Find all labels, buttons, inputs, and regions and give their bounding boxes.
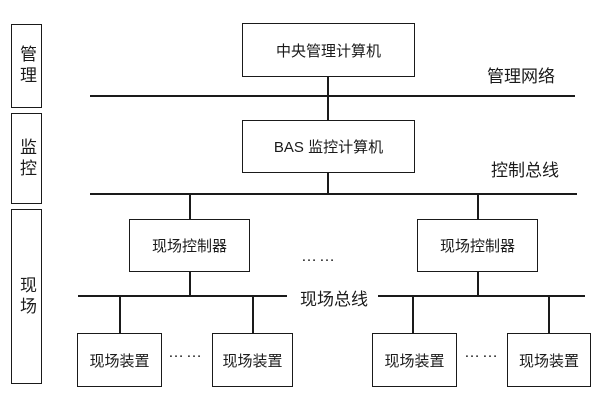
field-controller-node: 现场控制器 [129,219,250,272]
field-device-node: 现场装置 [212,333,293,387]
ellipsis: …… [464,344,500,361]
layer-box-monitoring: 监控 [11,113,42,204]
control-bus-label: 控制总线 [491,161,559,180]
connector-fieldbus-to-device-3 [412,296,414,333]
connector-fieldbus-to-device-1 [119,296,121,333]
connector-bus-to-controller-left [189,194,191,219]
layer-box-management: 管理 [11,24,42,108]
field-bus-label: 现场总线 [300,290,368,309]
central-computer-node: 中央管理计算机 [242,23,415,77]
ellipsis: …… [301,248,337,265]
layer-label-field: 现场 [17,275,36,318]
layer-label-management: 管理 [17,45,36,87]
bas-computer-node: BAS 监控计算机 [242,120,415,173]
connector-controller-to-fieldbus-right [477,272,479,296]
ellipsis: …… [168,344,204,361]
field-device-node: 现场装置 [77,333,162,387]
connector-bus-to-controller-right [477,194,479,219]
management-network-line [90,95,575,97]
connector-central-to-bas [327,77,329,120]
management-network-label: 管理网络 [487,67,555,86]
field-bus-line-left [78,295,287,297]
layer-box-field: 现场 [11,209,42,384]
field-device-node: 现场装置 [507,333,591,387]
control-bus-line [90,193,577,195]
connector-controller-to-fieldbus-left [189,272,191,296]
connector-bas-to-control-bus [327,173,329,194]
field-device-node: 现场装置 [372,333,457,387]
connector-fieldbus-to-device-2 [252,296,254,333]
field-controller-node: 现场控制器 [417,219,538,272]
connector-fieldbus-to-device-4 [548,296,550,333]
layer-label-monitoring: 监控 [17,137,36,180]
field-bus-line-right [378,295,585,297]
